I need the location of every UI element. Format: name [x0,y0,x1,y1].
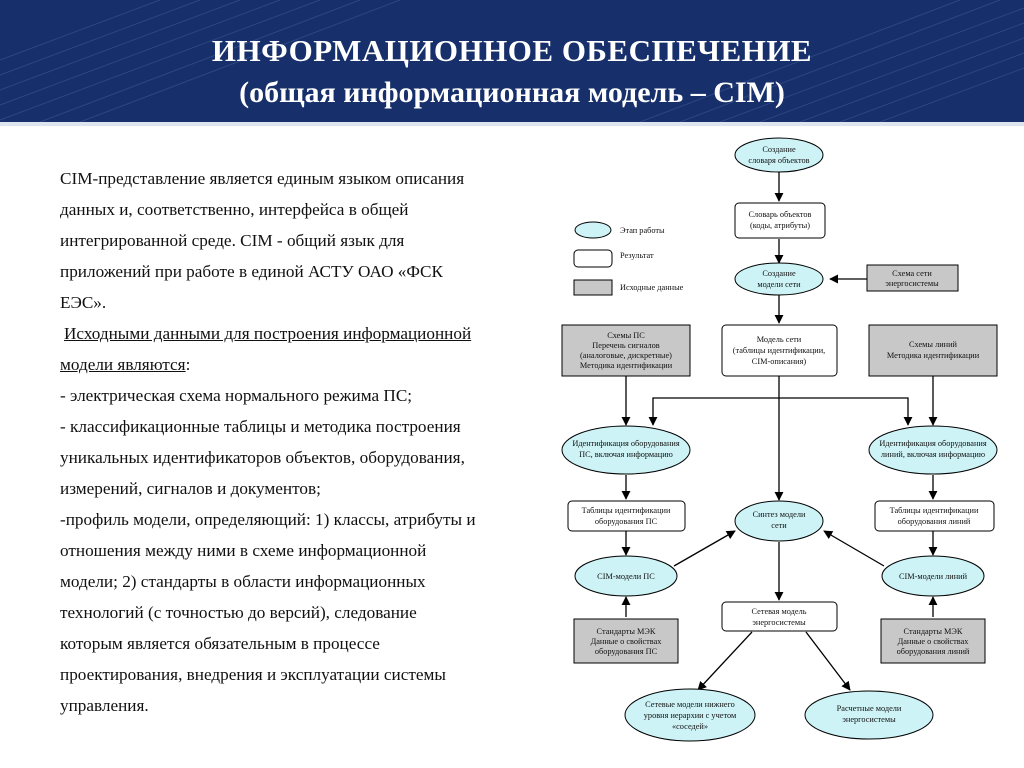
node-substation-schemes-line1: Схемы ПС [607,331,645,340]
node-line-schemes [868,324,998,377]
node-lower-level-models [624,688,756,742]
page-title-line1: ИНФОРМАЦИОННОЕ ОБЕСПЕЧЕНИЕ [211,33,813,68]
node-lower-level-models-line1: Сетевые модели нижнего [645,700,735,709]
node-power-system-scheme [866,264,959,292]
node-cim-models-substation [574,555,678,597]
node-create-dictionary-line2: словаря объектов [748,156,809,165]
node-substation-schemes-line4: Методика идентификации [580,361,673,370]
node-substation-id-tables-line1: Таблицы идентификации [582,506,671,515]
list-item: модели; 2) стандарты в области информаци… [60,572,426,591]
node-power-system-network-model-line2: энергосистемы [752,618,806,627]
node-substation-schemes [561,324,691,377]
list-item: технологий (с точностью до версий), след… [60,603,417,622]
title-banner: ИНФОРМАЦИОННОЕ ОБЕСПЕЧЕНИЕ (общая информ… [0,0,1024,122]
list-item: которым является обязательным в процессе [60,634,380,653]
node-model-synthesis-line1: Синтез модели [753,510,806,519]
node-network-model-line2: (таблицы идентификации, [733,346,826,355]
node-line-id-tables [874,500,995,532]
node-iec-standards-lines-line2: Данные о свойствах [898,637,970,646]
node-substation-id-tables-line2: оборудования ПС [595,517,658,526]
node-iec-standards-substation-line1: Стандарты МЭК [597,627,656,636]
list-item: - классификационные таблицы и методика п… [60,417,461,436]
node-identify-line-equipment-line2: линий, включая информацию [881,450,985,459]
list-item: управления. [60,696,149,715]
node-substation-id-tables [567,500,686,532]
node-cim-models-lines [881,555,985,597]
legend-stage-swatch [574,221,612,239]
node-iec-standards-substation [573,618,679,664]
list-item: -профиль модели, определяющий: 1) классы… [60,510,476,529]
colon: : [185,355,191,374]
legend-result-label: Результат [620,251,654,260]
node-network-model-line3: CIM-описания) [752,357,807,366]
node-substation-schemes-line3: (аналоговые, дискретные) [580,351,672,360]
text-line: данных и, соответственно, интерфейса в о… [60,200,409,219]
node-create-dictionary-line1: Создание [762,145,796,154]
node-calculation-models-line2: энергосистемы [842,715,896,724]
connectors [621,172,938,691]
node-power-system-network-model [721,601,838,632]
node-identify-substation-equipment-line2: ПС, включая информацию [579,450,673,459]
node-identify-substation-equipment-line1: Идентификация оборудования [572,439,680,448]
legend-source-swatch [573,279,613,296]
list-item: проектирования, внедрения и эксплуатации… [60,665,446,684]
node-object-dictionary-line1: Словарь объектов [749,210,812,219]
sources-heading-line2: модели являются [60,355,186,374]
node-substation-schemes-line2: Перечень сигналов [592,341,659,350]
legend: Этап работы Результат Исходные данные [573,221,684,296]
node-iec-standards-lines-line1: Стандарты МЭК [904,627,963,636]
node-lower-level-models-line2: уровня иерархии с учетом [644,711,737,720]
header-divider [0,122,1024,126]
node-model-synthesis [734,500,824,542]
node-lower-level-models-line3: «соседей» [672,722,708,731]
list-item: уникальных идентификаторов объектов, обо… [60,448,465,467]
node-create-network-model-line1: Создание [762,269,796,278]
text-line: приложений при работе в единой АСТУ ОАО … [60,262,443,281]
node-identify-substation-equipment [561,425,691,475]
text-line: интегрированной среде. CIM - общий язык … [60,231,405,250]
node-identify-line-equipment [868,425,998,475]
sources-heading-line1: Исходными данными для построения информа… [64,324,472,343]
node-create-network-model [734,262,824,296]
node-line-id-tables-line1: Таблицы идентификации [890,506,979,515]
node-line-schemes-line1: Схемы линий [909,340,958,349]
text-line: CIM-представление является единым языком… [60,169,465,188]
node-object-dictionary-line2: (коды, атрибуты) [750,221,810,230]
legend-stage-label: Этап работы [620,226,665,235]
node-create-dictionary [734,137,824,173]
node-iec-standards-substation-line2: Данные о свойствах [591,637,663,646]
list-item: измерений, сигналов и документов; [60,479,321,498]
node-iec-standards-lines [880,618,986,664]
node-power-system-network-model-line1: Сетевая модель [752,607,807,616]
node-create-network-model-line2: модели сети [757,280,801,289]
node-cim-models-lines-label: CIM-модели линий [899,572,968,581]
text-line: ЕЭС». [60,293,107,312]
list-item: отношения между ними в схеме информацион… [60,541,427,560]
legend-source-label: Исходные данные [620,283,684,292]
node-power-system-scheme-line2: энергосистемы [885,279,939,288]
legend-result-swatch [573,249,613,268]
node-identify-line-equipment-line1: Идентификация оборудования [879,439,987,448]
node-model-synthesis-line2: сети [771,521,787,530]
node-cim-models-substation-label: CIM-модели ПС [597,572,655,581]
node-network-model [721,324,838,377]
node-line-schemes-line2: Методика идентификации [887,351,980,360]
sources-heading: Исходными данными для построения информа… [60,318,546,349]
node-iec-standards-substation-line3: оборудования ПС [595,647,658,656]
description-text: CIM-представление является единым языком… [60,163,546,721]
banner-decoration [0,0,1024,122]
node-object-dictionary [734,202,826,239]
sources-heading-2: модели являются: [60,349,546,380]
node-network-model-line1: Модель сети [757,335,802,344]
node-calculation-models [804,690,934,740]
node-calculation-models-line1: Расчетные модели [837,704,902,713]
node-iec-standards-lines-line3: оборудования линий [897,647,970,656]
list-item: - электрическая схема нормального режима… [60,386,413,405]
node-line-id-tables-line2: оборудования линий [898,517,971,526]
node-power-system-scheme-line1: Схема сети [892,269,932,278]
page-title-line2: (общая информационная модель – CIM) [239,76,785,109]
